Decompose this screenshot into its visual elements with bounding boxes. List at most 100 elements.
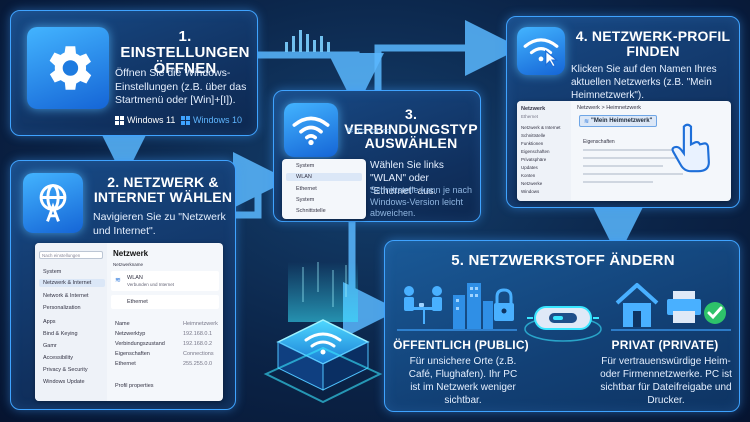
settings-subheading: Netzwerkname bbox=[113, 262, 144, 267]
wlan-label: WLAN bbox=[127, 275, 143, 281]
private-option-description: Für vertrauenswürdige Heim- oder Firmenn… bbox=[600, 356, 732, 406]
step-4-icon-tile bbox=[517, 27, 565, 75]
step-3-description: Wählen Sie links "WLAN" oder "Ethernet" … bbox=[370, 160, 444, 197]
printer-icon bbox=[667, 291, 701, 323]
menu-item[interactable]: System bbox=[296, 197, 315, 203]
arrow-3-to-4 bbox=[374, 20, 521, 90]
ethernet-entry[interactable]: Ethernet bbox=[111, 295, 219, 309]
sidebar-item[interactable]: Funktionen bbox=[521, 141, 544, 146]
sidebar-item[interactable]: Netzwerke bbox=[521, 181, 543, 186]
network-router-icon bbox=[524, 306, 602, 342]
menu-item[interactable]: System bbox=[296, 163, 315, 169]
detail-value: 192.168.0.1 bbox=[183, 331, 213, 337]
check-icon bbox=[704, 302, 726, 324]
step-3-title: 3. Verbindungstyp auswählen bbox=[344, 106, 478, 152]
public-option-description: Für unsichere Orte (z.B. Café, Flughafen… bbox=[408, 356, 518, 406]
step-2-description: Navigieren Sie zu "Netzwerk und Internet… bbox=[93, 211, 226, 237]
panel-title: Eigenschaften bbox=[583, 139, 615, 145]
detail-key: Eigenschaften bbox=[115, 351, 150, 357]
profile-properties-link[interactable]: Profil properties bbox=[115, 383, 154, 389]
gear-icon bbox=[49, 46, 92, 90]
sidebar-item[interactable]: Privacy & Security bbox=[43, 367, 88, 373]
windows-11-label: Windows 11 bbox=[127, 115, 176, 125]
monitor-icon: ▭ bbox=[357, 125, 367, 135]
sidebar-item[interactable]: Privatsphäre bbox=[521, 157, 547, 162]
step-2-title: 2. Netzwerk & Internet wählen bbox=[93, 174, 233, 205]
sidebar-item[interactable]: Bind & Keying bbox=[43, 331, 78, 337]
private-option-title[interactable]: Privat (Private) bbox=[611, 338, 719, 352]
sidebar-item[interactable]: Eigenschaften bbox=[521, 149, 550, 154]
lock-icon bbox=[494, 288, 514, 321]
step-1-card: 1. Einstellungen öffnen Öffnen Sie die W… bbox=[10, 10, 258, 136]
house-icon bbox=[615, 283, 659, 327]
router-pedestal-illustration bbox=[263, 262, 383, 404]
settings-search-input[interactable]: Nach einstellungen bbox=[39, 251, 103, 259]
sidebar-item[interactable]: Windows bbox=[521, 189, 540, 194]
sidebar-item[interactable]: Accessibility bbox=[43, 355, 73, 361]
wifi-cursor-icon bbox=[523, 38, 559, 68]
settings-page-heading: Netzwerk bbox=[113, 249, 149, 258]
private-places-illustration bbox=[611, 283, 731, 331]
public-places-illustration bbox=[397, 283, 517, 331]
detail-value: 192.168.0.2 bbox=[183, 341, 213, 347]
detail-key: Ethernet bbox=[115, 361, 136, 367]
step-5-card: 5. Netzwerkstoff ändern bbox=[384, 240, 740, 412]
step-1-icon-tile bbox=[27, 27, 109, 109]
network-name: "Mein Heimnetzwerk" bbox=[591, 118, 653, 124]
wifi-icon: ≋ bbox=[115, 277, 121, 284]
wifi-icon bbox=[304, 332, 342, 355]
arrow-1-to-3 bbox=[258, 51, 384, 109]
wifi-icon: ≋ bbox=[346, 125, 354, 135]
sidebar-item[interactable]: Apps bbox=[43, 319, 56, 325]
monitor-icon: ▭ bbox=[370, 125, 379, 135]
wlan-sub: Verbunden und Internet bbox=[127, 282, 175, 287]
detail-value: Connections bbox=[183, 351, 214, 357]
city-buildings-icon bbox=[453, 283, 493, 329]
sidebar-item[interactable]: Network & Internet bbox=[43, 293, 89, 299]
windows-logo-icon bbox=[115, 115, 124, 125]
step-3-icon-tile bbox=[284, 103, 338, 157]
step-4-title: 4. Netzwerk-Profil finden bbox=[575, 28, 731, 59]
sidebar-item[interactable]: Windows Update bbox=[43, 379, 85, 385]
menu-item-wlan[interactable]: WLAN bbox=[286, 173, 362, 181]
windows-11-badge: Windows 11 bbox=[115, 115, 175, 125]
monitor-icon: ▭ bbox=[382, 125, 392, 135]
step-3-card: 3. Verbindungstyp auswählen ≋ ▭ ▭ ▭ Syst… bbox=[273, 90, 481, 222]
detail-value: Heimnetzwerk bbox=[183, 321, 218, 327]
arrow-2-to-3 bbox=[233, 152, 289, 219]
network-name-link[interactable]: ≋ "Mein Heimnetzwerk" bbox=[579, 115, 658, 127]
detail-value: 255.255.0.0 bbox=[183, 361, 213, 367]
step-4-description: Klicken Sie auf den Namen Ihres aktuelle… bbox=[571, 64, 717, 101]
wifi-icon: ≋ bbox=[584, 118, 590, 125]
sidebar-item[interactable]: Netzwerk bbox=[521, 106, 546, 112]
wlan-entry[interactable]: ≋ WLAN Verbunden und Internet bbox=[111, 271, 219, 291]
cafe-people-icon bbox=[404, 286, 442, 324]
property-lines bbox=[583, 149, 723, 183]
sidebar-item[interactable]: Gamr bbox=[43, 343, 57, 349]
step-1-title: 1. Einstellungen öffnen bbox=[120, 28, 250, 77]
sidebar-item[interactable]: Netzwerk & Internet bbox=[521, 125, 561, 130]
menu-item[interactable]: Schnittstelle bbox=[296, 208, 326, 214]
detail-key: Verbindungszustand bbox=[115, 341, 165, 347]
connection-type-icons: ≋ ▭ ▭ ▭ bbox=[346, 125, 391, 136]
sidebar-item[interactable]: Schnittstelle bbox=[521, 133, 546, 138]
hand-pointer-icon bbox=[671, 123, 710, 173]
detail-key: Netzwerktyp bbox=[115, 331, 146, 337]
sidebar-item[interactable]: System bbox=[43, 269, 62, 275]
sidebar-item[interactable]: Konten bbox=[521, 173, 536, 178]
breadcrumb: Netzwerk > Heimnetzwerk bbox=[577, 105, 642, 111]
sidebar-item-network[interactable]: Netzwerk & Internet bbox=[39, 279, 105, 287]
public-option-title[interactable]: Öffentlich (Public) bbox=[393, 338, 529, 352]
sidebar-item[interactable]: Ethernet bbox=[521, 114, 539, 119]
signal-bars-decoration bbox=[285, 30, 330, 52]
step-3-note: Schnittstelle kann je nach Windows-Versi… bbox=[370, 185, 473, 219]
sidebar-item[interactable]: Updates bbox=[521, 165, 538, 170]
detail-key: Name bbox=[115, 321, 130, 327]
step-2-settings-window: Nach einstellungen System Netzwerk & Int… bbox=[35, 243, 223, 401]
windows-10-label: Windows 10 bbox=[193, 115, 243, 125]
menu-item-ethernet[interactable]: Ethernet bbox=[296, 186, 317, 192]
globe-antenna-icon bbox=[39, 184, 67, 222]
sidebar-item[interactable]: Personalization bbox=[43, 305, 81, 311]
wifi-icon bbox=[292, 116, 330, 146]
windows-logo-icon bbox=[181, 115, 190, 125]
